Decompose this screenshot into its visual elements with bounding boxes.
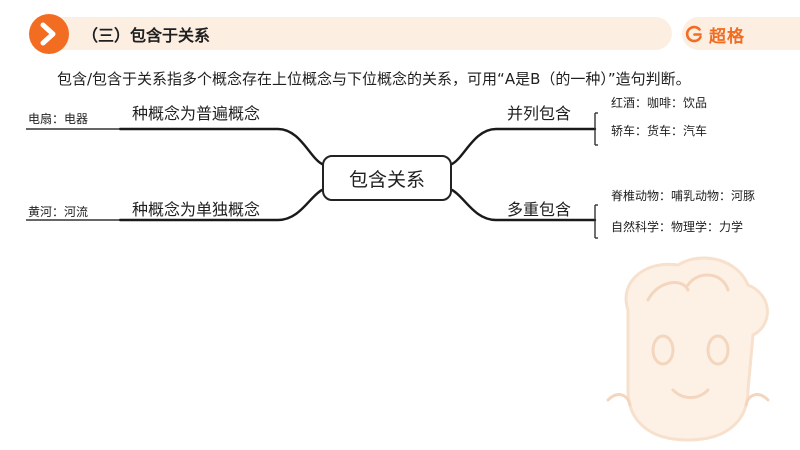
brand-name: 超格	[709, 26, 745, 47]
brand-logo: 超格	[684, 21, 745, 47]
chevron-right-icon	[29, 14, 69, 54]
branch-label-singular-concept: 种概念为单独概念	[132, 200, 261, 219]
leaf-example-science: 自然科学：物理学：力学	[611, 220, 744, 234]
leaf-example-fan: 电扇：电器	[28, 112, 89, 126]
branch-label-universal-concept: 种概念为普遍概念	[132, 104, 261, 123]
brand-bar	[682, 17, 800, 50]
leaf-example-animals: 脊椎动物：哺乳动物：河豚	[611, 189, 756, 203]
page-title: （三）包含于关系	[82, 26, 211, 45]
brand-logo-icon	[684, 24, 704, 44]
leaf-example-drinks: 红酒：咖啡：饮品	[611, 96, 708, 110]
leaf-example-yellow-river: 黄河：河流	[28, 205, 89, 219]
center-node: 包含关系	[322, 155, 452, 201]
header-bar	[30, 17, 672, 50]
mascot-watermark-icon	[606, 256, 770, 442]
branch-label-multiple-inclusion: 多重包含	[507, 200, 572, 219]
leaf-example-cars: 轿车：货车：汽车	[611, 124, 708, 138]
intro-text: 包含/包含于关系指多个概念存在上位概念与下位概念的关系，可用“A是B（的一种）”…	[57, 70, 691, 88]
branch-label-parallel-inclusion: 并列包含	[507, 104, 572, 123]
